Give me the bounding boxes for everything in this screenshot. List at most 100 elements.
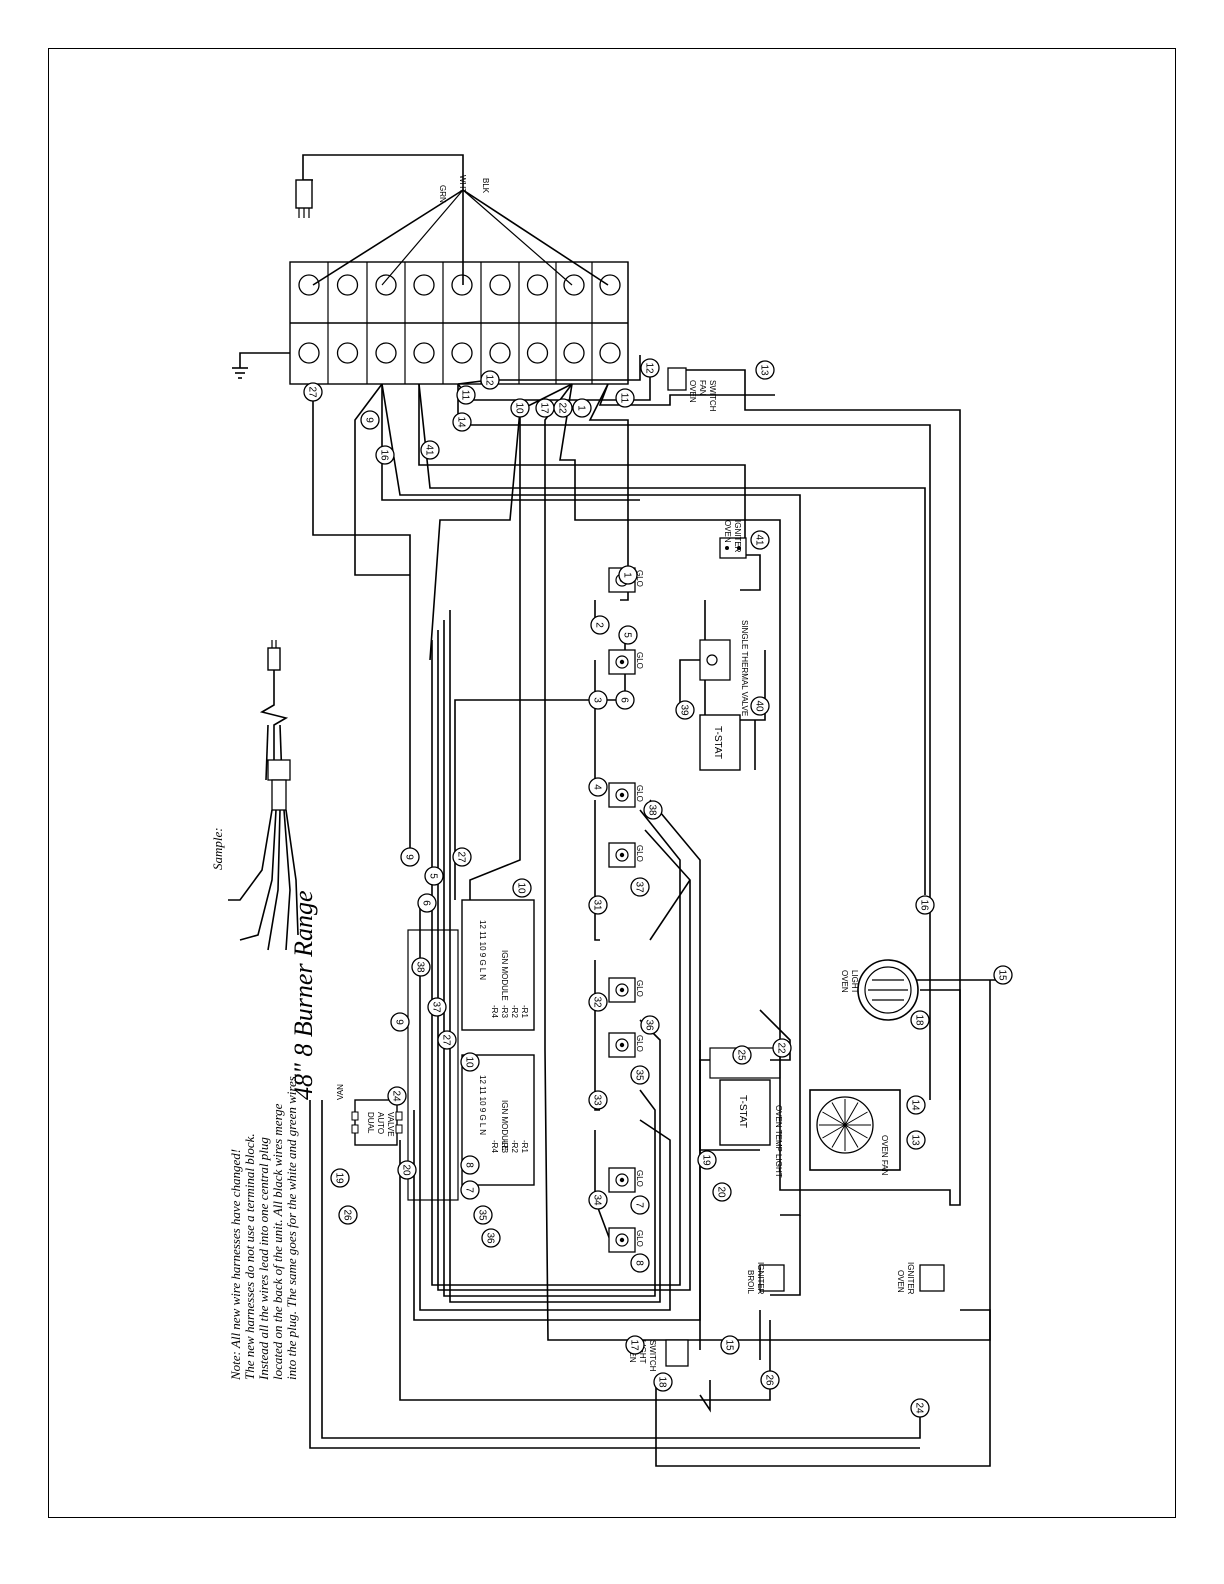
terminal-screw-upper — [563, 274, 585, 296]
terminal-screw-lower — [336, 342, 359, 364]
terminal-screw-upper — [336, 274, 359, 296]
svg-text:24: 24 — [391, 1090, 402, 1102]
wire-connector-c8b: 8 — [460, 1155, 480, 1175]
wires — [309, 355, 1006, 1467]
wire-connector-c18b: 18 — [653, 1372, 673, 1392]
svg-text:12 11 10 9 G L N: 12 11 10 9 G L N — [478, 1075, 487, 1135]
burner-label: GLO — [635, 1035, 644, 1052]
svg-text:-R3: -R3 — [500, 1140, 509, 1153]
wire-connector-c15a: 15 — [993, 965, 1013, 985]
svg-text:OVEN: OVEN — [840, 970, 849, 993]
wire-connector-c27b: 27 — [452, 847, 472, 867]
svg-text:6: 6 — [421, 900, 432, 906]
wire-connector-c9c: 9 — [390, 1012, 410, 1032]
svg-text:OVEN: OVEN — [896, 1270, 905, 1293]
svg-text:IGN MODULE: IGN MODULE — [500, 950, 509, 1001]
svg-text:18: 18 — [914, 1014, 925, 1026]
wire-connector-c10a: 10 — [510, 398, 530, 418]
svg-text:9: 9 — [404, 854, 415, 860]
cord-label-grn: GRN — [438, 185, 447, 203]
burner-label: GLO — [635, 570, 644, 587]
svg-text:7: 7 — [634, 1202, 645, 1208]
svg-text:13: 13 — [910, 1134, 921, 1146]
wire-connector-c40: 40 — [750, 696, 770, 716]
wire-connector-c11a: 11 — [456, 385, 476, 405]
svg-text:IGN MODULE: IGN MODULE — [500, 1100, 509, 1151]
svg-text:27: 27 — [456, 851, 467, 863]
wire-connector-c24b: 24 — [910, 1398, 930, 1418]
wire-connector-c7a: 7 — [630, 1195, 650, 1215]
svg-text:-R2: -R2 — [510, 1005, 519, 1018]
svg-text:IGNITER: IGNITER — [906, 1262, 915, 1295]
wire-connector-c16a: 16 — [375, 445, 395, 465]
wire-connector-c41b: 41 — [750, 530, 770, 550]
wire-connector-c37a: 37 — [630, 877, 650, 897]
note-line-4: located on the back of the unit. All bla… — [270, 1103, 285, 1380]
wire-connector-c6b: 6 — [417, 893, 437, 913]
tstat-top: T-STAT — [699, 714, 741, 771]
svg-text:26: 26 — [342, 1209, 353, 1221]
svg-text:20: 20 — [716, 1186, 727, 1198]
svg-text:15: 15 — [997, 969, 1008, 981]
broil-igniter: BROIL IGNITER — [746, 1262, 785, 1295]
svg-text:35: 35 — [634, 1069, 645, 1081]
svg-text:19: 19 — [701, 1154, 712, 1166]
wire-connector-c15b: 15 — [720, 1335, 740, 1355]
svg-text:26: 26 — [764, 1374, 775, 1386]
svg-text:3: 3 — [592, 697, 603, 703]
wire-connector-c7b: 7 — [460, 1180, 480, 1200]
terminal-screw-upper — [298, 274, 320, 296]
note-block: Note: All new wire harnesses have change… — [228, 1073, 299, 1381]
diagram-title: 48" 8 Burner Range — [289, 891, 318, 1101]
svg-text:-R2: -R2 — [510, 1140, 519, 1153]
svg-text:SWITCH: SWITCH — [648, 1340, 657, 1372]
svg-text:35: 35 — [477, 1209, 488, 1221]
wire-connector-c1a: 1 — [572, 398, 592, 418]
svg-text:OVEN: OVEN — [688, 380, 697, 403]
svg-text:OVEN: OVEN — [723, 520, 732, 543]
terminal-screw-upper — [526, 274, 549, 296]
svg-text:10: 10 — [516, 882, 527, 894]
svg-text:37: 37 — [634, 881, 645, 893]
terminal-screw-upper — [599, 274, 621, 296]
ign-module-1: 12 11 10 9 G L N -R4 -R3 -R2 -R1 IGN MOD… — [461, 899, 535, 1031]
svg-text:22: 22 — [776, 1042, 787, 1054]
burner-label: GLO — [635, 980, 644, 997]
wire-connector-c17a: 17 — [535, 398, 555, 418]
svg-text:13: 13 — [759, 364, 770, 376]
svg-text:12: 12 — [484, 374, 495, 386]
svg-text:36: 36 — [485, 1232, 496, 1244]
svg-text:5: 5 — [622, 632, 633, 638]
svg-text:9: 9 — [364, 417, 375, 423]
svg-text:15: 15 — [724, 1339, 735, 1351]
wire-connector-c5a: 5 — [618, 625, 638, 645]
burner-label: GLO — [635, 785, 644, 802]
wire-connector-c13a: 13 — [755, 360, 775, 380]
terminal-screw-lower — [413, 342, 435, 364]
burner-label: GLO — [635, 652, 644, 669]
svg-text:32: 32 — [592, 996, 603, 1008]
cord-label-blk: BLK — [481, 178, 490, 194]
wire-connector-c11b: 11 — [615, 388, 635, 408]
svg-text:41: 41 — [754, 534, 765, 546]
wire-connector-c35a: 35 — [630, 1065, 650, 1085]
svg-text:-R1: -R1 — [520, 1140, 529, 1153]
svg-text:19: 19 — [334, 1172, 345, 1184]
svg-text:VALVE: VALVE — [386, 1112, 395, 1137]
module-wire-box — [407, 929, 459, 1201]
burner-label: GLO — [635, 845, 644, 862]
terminal-block — [289, 261, 629, 385]
svg-text:LIGHT: LIGHT — [638, 1340, 647, 1364]
svg-text:5: 5 — [428, 873, 439, 879]
terminal-screw-lower — [489, 342, 511, 364]
note-line-5: into the plug. The same goes for the whi… — [284, 1073, 299, 1380]
svg-text:20: 20 — [401, 1164, 412, 1176]
wire-connector-c32: 32 — [588, 992, 608, 1012]
svg-text:T-STAT: T-STAT — [712, 726, 723, 759]
wire-connector-c31: 31 — [588, 895, 608, 915]
wire-connector-c2: 2 — [590, 615, 610, 635]
wire-connector-c35b: 35 — [473, 1205, 493, 1225]
wire-connector-c6a: 6 — [615, 690, 635, 710]
terminal-screw-lower — [375, 342, 397, 364]
svg-text:OVEN TEMP LIGHT: OVEN TEMP LIGHT — [774, 1105, 783, 1178]
